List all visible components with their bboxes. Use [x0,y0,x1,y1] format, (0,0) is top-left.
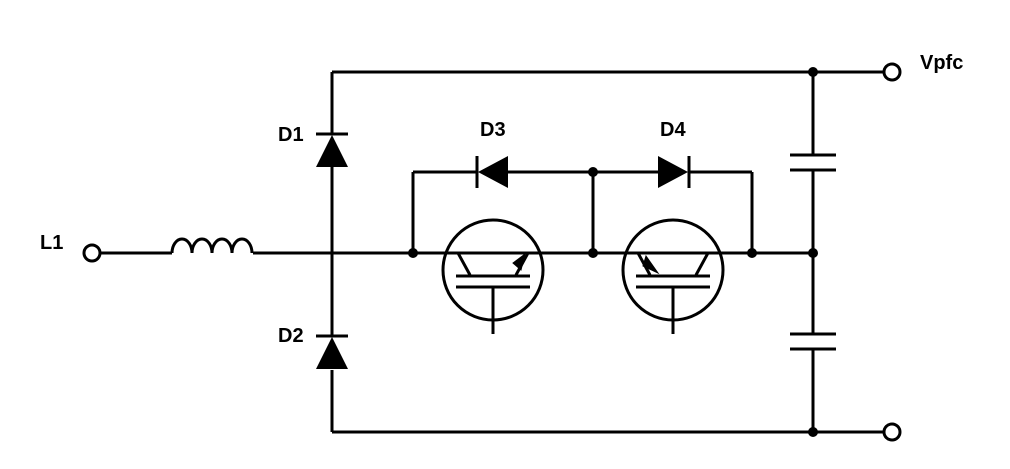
junction-dot [588,167,598,177]
ground-terminal [882,422,902,442]
q1-igbt-icon [441,218,545,334]
d2-diode-icon [316,334,348,369]
d3-label: D3 [480,119,506,141]
junction-dot [808,427,818,437]
junction-dot [408,248,418,258]
l1-label: L1 [40,232,63,254]
vpfc-terminal [882,62,902,82]
d4-label: D4 [660,119,686,141]
junction-dots [408,67,818,437]
junction-dot [808,248,818,258]
d2-label: D2 [278,325,304,347]
l1-terminal [82,243,102,263]
inductor-icon [170,237,254,254]
junction-dot [588,248,598,258]
d4-diode-icon [658,156,691,188]
c2-capacitor-icon [790,332,836,351]
q2-igbt-icon [621,218,725,334]
junction-dot [747,248,757,258]
d3-diode-icon [475,156,508,188]
junction-dot [808,67,818,77]
d1-label: D1 [278,124,304,146]
d1-diode-icon [316,132,348,167]
vpfc-label: Vpfc [920,52,963,74]
c1-capacitor-icon [790,153,836,172]
